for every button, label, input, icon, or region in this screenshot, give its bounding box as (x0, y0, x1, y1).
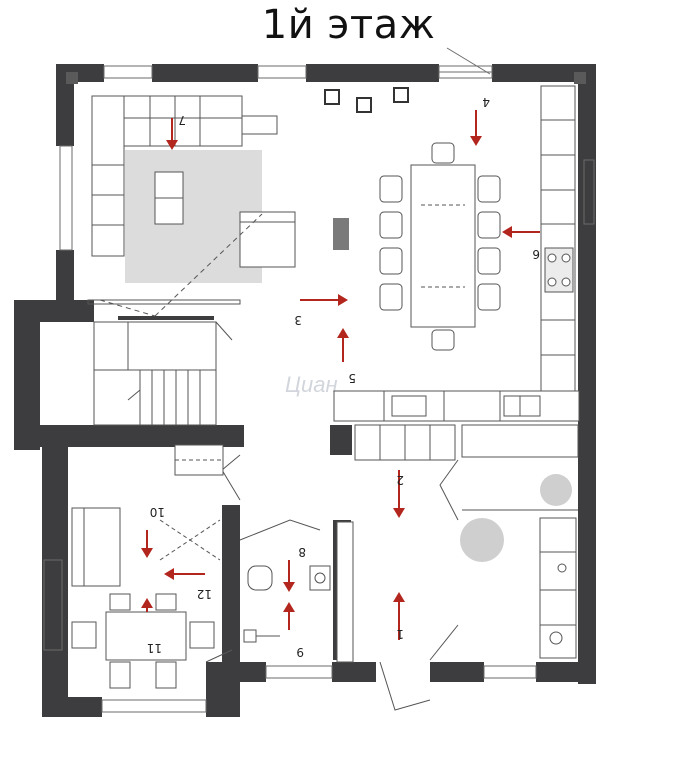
marker-2: 2 (396, 473, 404, 487)
floor-title: 1й этаж (261, 2, 436, 48)
view-labels: 1 2 3 4 5 6 7 8 9 10 11 12 (147, 95, 540, 659)
watermark: Циан (285, 372, 338, 397)
marker-6: 6 (532, 247, 540, 261)
tv-line (154, 213, 263, 317)
dining-table (379, 142, 501, 351)
staircase (93, 316, 233, 426)
marker-3: 3 (294, 313, 302, 327)
marker-10: 10 (150, 505, 165, 519)
rug (125, 150, 262, 283)
marker-11: 11 (147, 641, 162, 655)
marker-12: 12 (197, 587, 212, 601)
view-arrows (141, 110, 540, 640)
armchair (239, 211, 296, 268)
marker-7: 7 (178, 113, 186, 127)
marker-5: 5 (348, 371, 356, 385)
laundry-bath (460, 424, 579, 659)
bathroom (243, 521, 354, 663)
windows (43, 47, 595, 713)
fireplace (333, 218, 349, 250)
marker-4: 4 (482, 95, 490, 109)
doors (205, 454, 459, 711)
marker-8: 8 (298, 545, 306, 559)
sofa (91, 95, 278, 257)
marker-9: 9 (296, 645, 304, 659)
lower-left-room (71, 444, 224, 689)
kitchen-counters (333, 85, 580, 461)
lamps (324, 87, 409, 113)
marker-1: 1 (396, 627, 404, 641)
